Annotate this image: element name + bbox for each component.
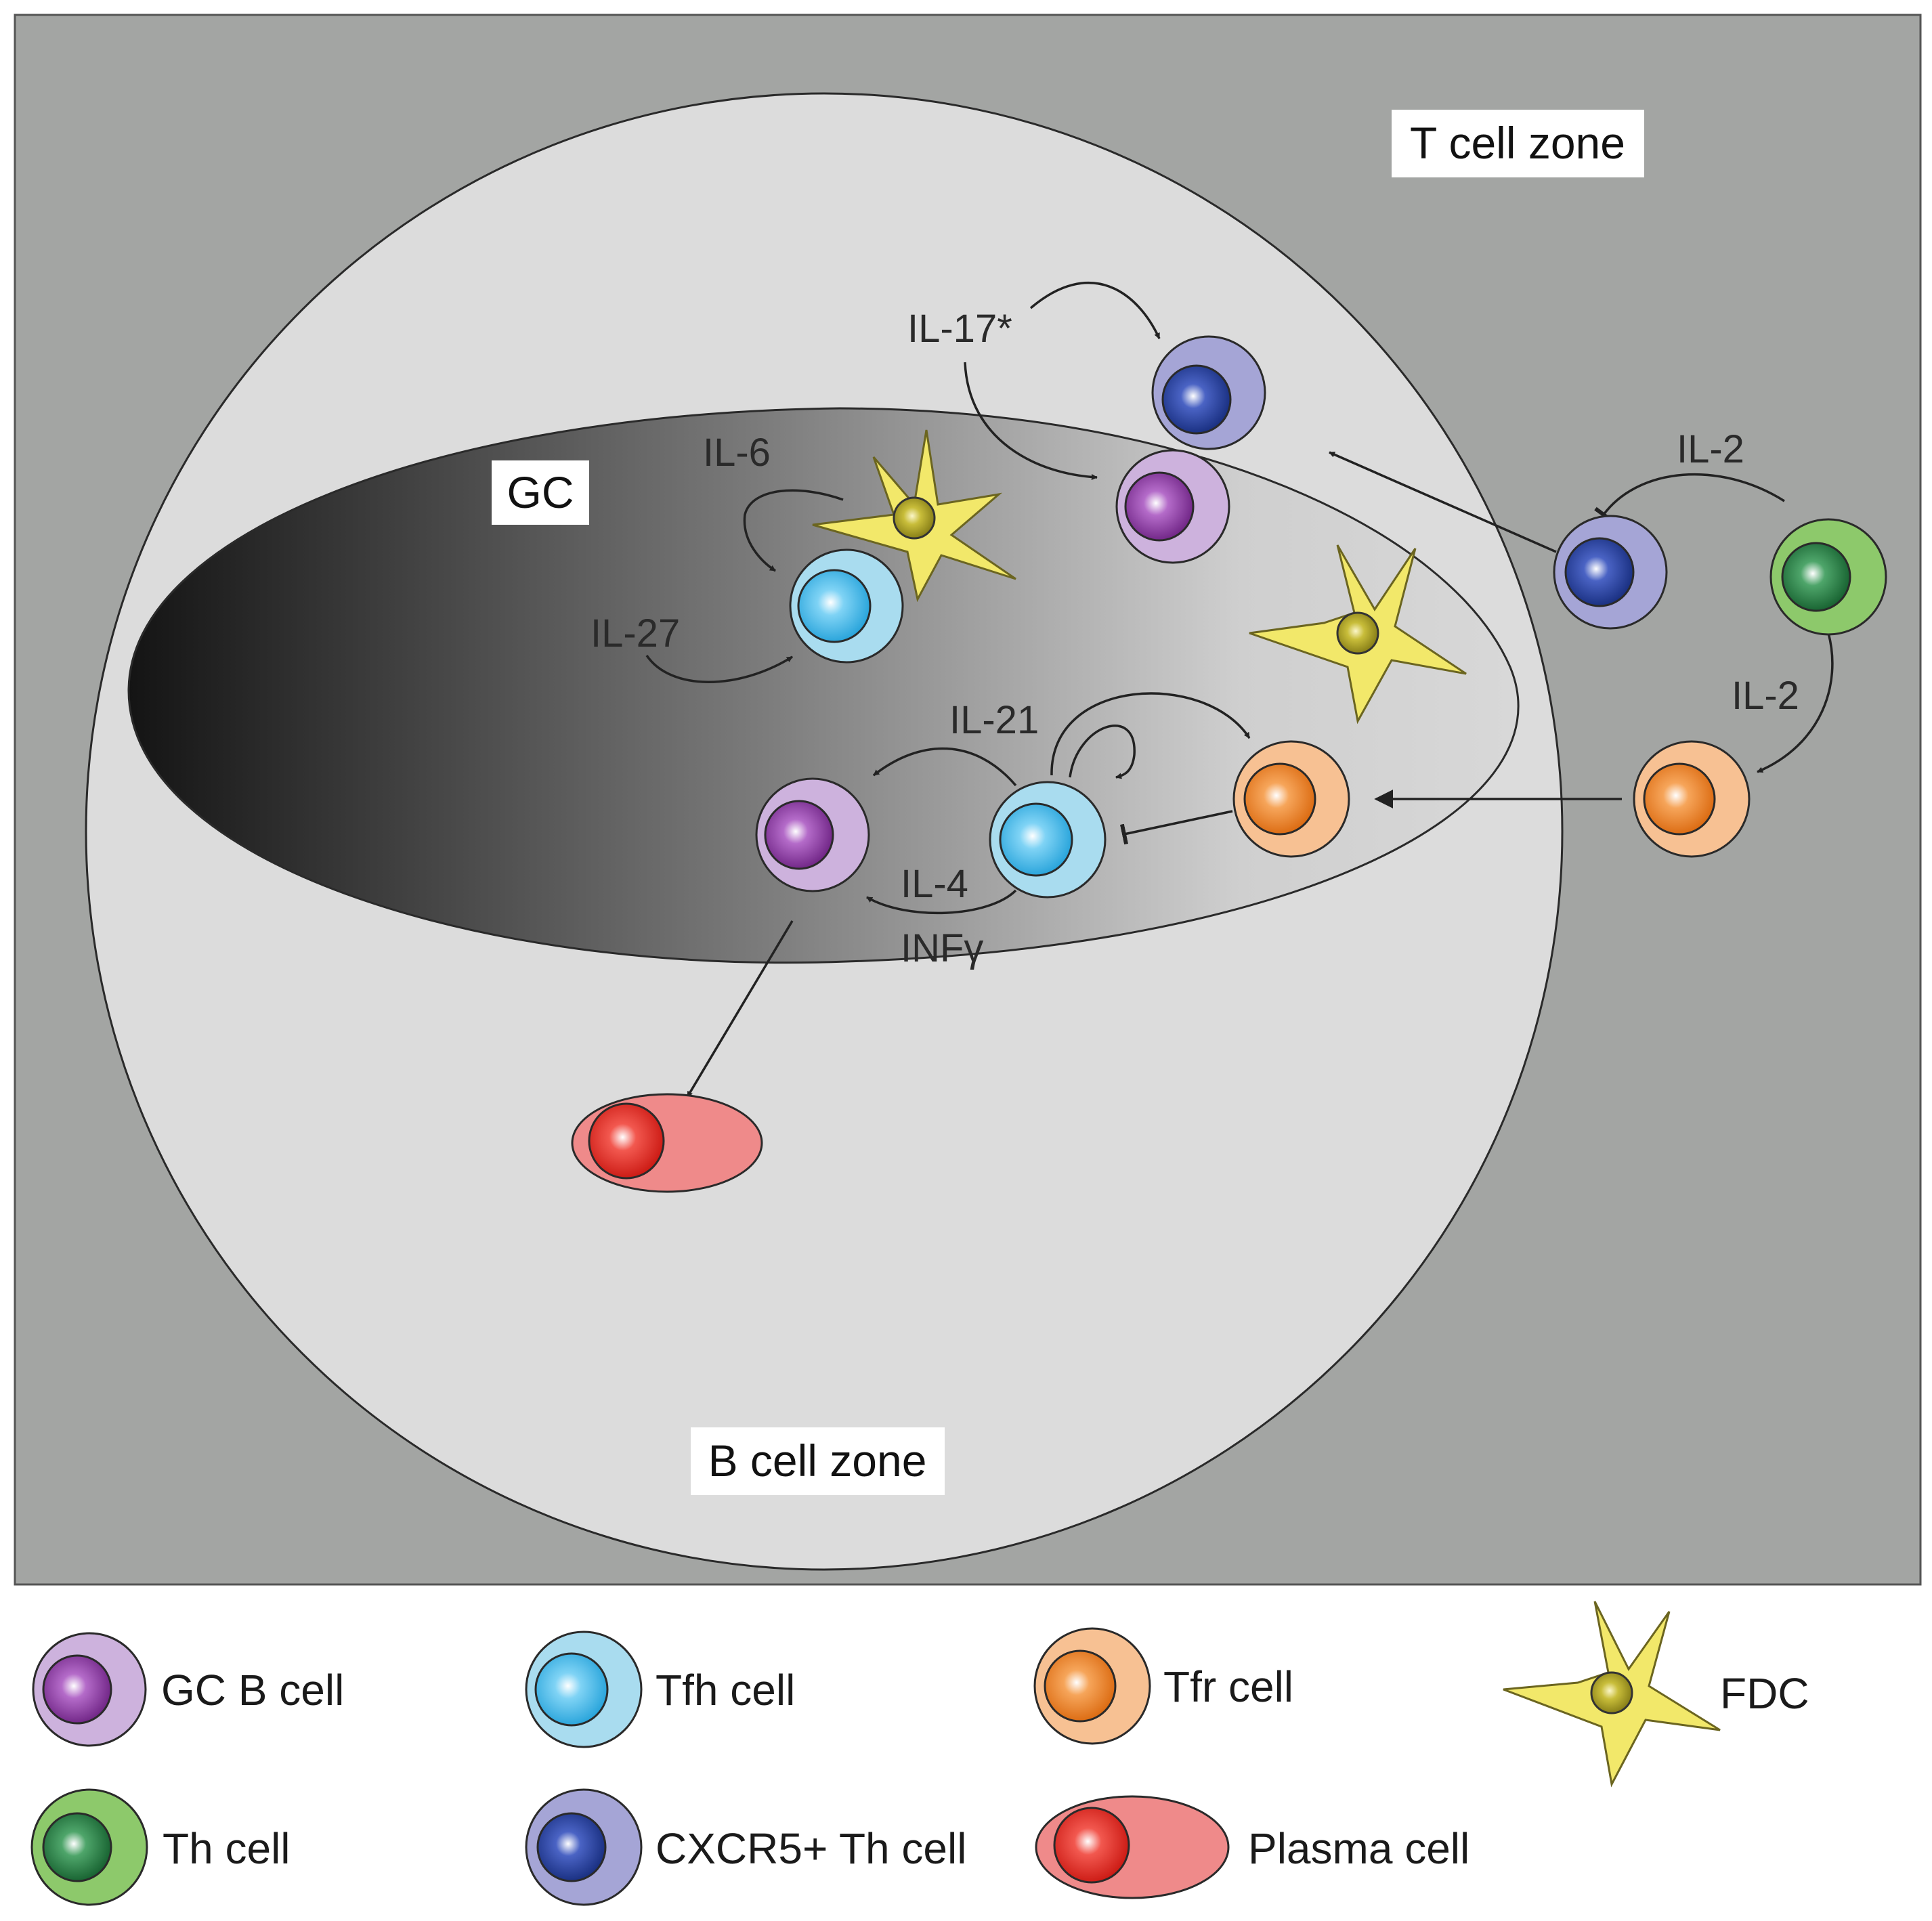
il2-label-top: IL-2 [1677, 427, 1744, 471]
il21-arrow-to-gc-b [872, 747, 1017, 787]
il17-arrow-to-cxcr5-th [1029, 281, 1161, 339]
interaction-arrows [645, 281, 1834, 1098]
legend-tfr-cell: Tfr cell [1033, 1627, 1293, 1745]
tfr-cell [1633, 740, 1751, 858]
il21-autocrine-arrow [1069, 725, 1136, 779]
cxcr5-migration-arrow [1329, 451, 1557, 553]
gc-b-cell [1115, 449, 1230, 564]
gc-label: GC [492, 460, 589, 525]
il21-label: IL-21 [949, 698, 1039, 742]
t-cell-zone-label: T cell zone [1392, 110, 1644, 177]
legend-cxcr5-th-cell: CXCR5+ Th cell [525, 1788, 966, 1906]
il27-label: IL-27 [591, 611, 680, 655]
svg-text:CXCR5+ Th cell: CXCR5+ Th cell [656, 1824, 966, 1873]
b-cell-zone-label: B cell zone [691, 1427, 945, 1495]
tfr-cell [1232, 740, 1350, 858]
il2-inhibition-arrow [1594, 473, 1785, 523]
differentiation-arrow [686, 920, 794, 1098]
gc-b-cell [755, 777, 870, 892]
th-cell [1769, 518, 1887, 636]
legend-gc-b-cell: GC B cell [32, 1632, 344, 1747]
il2-label-right: IL-2 [1732, 674, 1799, 718]
il4-infg-arrow [866, 889, 1017, 915]
fdc-cell [1249, 544, 1467, 725]
svg-text:Tfh cell: Tfh cell [656, 1666, 795, 1714]
il6-label: IL-6 [703, 431, 771, 475]
il21-arrow-to-tfr [1050, 692, 1251, 776]
il4-label: IL-4 [901, 862, 968, 906]
il27-arrow [645, 655, 793, 683]
il2-arrow-to-tfr [1757, 632, 1834, 773]
cxcr5-th-cell [1553, 515, 1668, 630]
plasma-cell [571, 1093, 763, 1193]
svg-text:Plasma cell: Plasma cell [1248, 1824, 1469, 1873]
tfh-cell [789, 548, 904, 664]
svg-text:B cell zone: B cell zone [708, 1436, 927, 1486]
legend-fdc: FDC [1503, 1601, 1809, 1788]
il17-arrow-to-gc-b [964, 362, 1098, 481]
il17-label: IL-17* [907, 307, 1012, 351]
infg-label: INFγ [901, 926, 983, 970]
svg-text:GC B cell: GC B cell [161, 1666, 344, 1714]
svg-text:GC: GC [507, 467, 574, 517]
svg-text:Th cell: Th cell [163, 1824, 291, 1873]
legend-th-cell: Th cell [30, 1788, 291, 1906]
svg-text:FDC: FDC [1720, 1669, 1809, 1718]
tfr-inhibits-tfh-arrow [1119, 810, 1233, 845]
svg-text:Tfr cell: Tfr cell [1163, 1662, 1293, 1711]
cxcr5-th-cell [1151, 335, 1266, 450]
legend-tfh-cell: Tfh cell [525, 1631, 795, 1748]
il6-arrow [743, 489, 844, 572]
legend-plasma-cell: Plasma cell [1035, 1795, 1469, 1899]
tfh-cell [989, 781, 1107, 899]
svg-text:T cell zone: T cell zone [1410, 118, 1625, 168]
legend: GC B cell Tfh cell Tfr cell FDC Th cell [30, 1601, 1809, 1906]
fdc-cell [812, 429, 1016, 603]
